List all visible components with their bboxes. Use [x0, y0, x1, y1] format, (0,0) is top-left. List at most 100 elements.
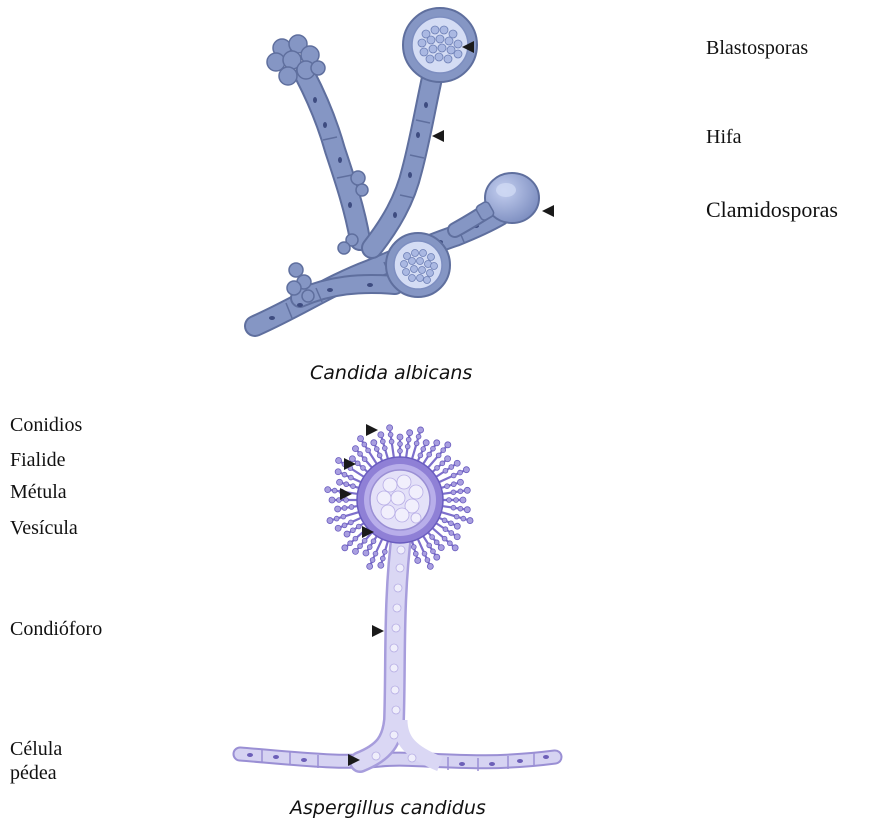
caption-aspergillus-candidus: Aspergillus candidus	[290, 797, 486, 819]
conidium	[363, 550, 369, 556]
conidium	[464, 507, 470, 513]
conidium	[434, 540, 439, 545]
conidium	[342, 506, 347, 511]
conidium	[325, 487, 331, 493]
conidium	[351, 484, 356, 489]
conidium	[355, 461, 360, 466]
conidium	[348, 475, 353, 480]
conidium	[336, 458, 342, 464]
conidium	[434, 554, 440, 560]
conidium	[374, 447, 379, 452]
conidium	[380, 439, 385, 444]
conidium	[458, 506, 463, 511]
conidium	[362, 457, 367, 462]
conidium	[341, 514, 346, 519]
conidium	[356, 524, 361, 529]
conidium	[418, 427, 424, 433]
conidium	[435, 466, 440, 471]
conidium	[387, 425, 393, 431]
conidium	[382, 446, 387, 451]
conidium	[367, 545, 372, 550]
conidium	[458, 470, 463, 475]
conidium	[398, 442, 403, 447]
conidium	[443, 468, 448, 473]
conidium	[415, 557, 421, 563]
conidium	[337, 479, 343, 485]
conidium	[349, 456, 355, 462]
conidium	[454, 514, 459, 519]
conidium	[361, 466, 366, 471]
conidium	[440, 461, 445, 466]
conidium	[367, 563, 373, 569]
conidium	[447, 498, 452, 503]
conidium	[373, 551, 378, 556]
conidium	[398, 449, 403, 454]
conidium	[344, 498, 349, 503]
label-celula-line2: pédea	[10, 762, 57, 784]
conidium	[366, 448, 371, 453]
conidium	[454, 523, 460, 529]
conidium	[389, 439, 394, 444]
conidium	[460, 497, 466, 503]
conidium	[349, 505, 354, 510]
conidium	[335, 506, 341, 512]
label-clamidosporas: Clamidosporas	[706, 199, 838, 221]
conidium	[388, 432, 393, 437]
conidium	[414, 441, 419, 446]
caption-candida-albicans: Candida albicans	[310, 362, 472, 384]
conidium	[352, 446, 358, 452]
conidium	[452, 545, 458, 551]
label-vesicula: Vesícula	[10, 517, 78, 539]
label-condioforo: Condióforo	[10, 618, 102, 640]
conidium	[348, 541, 353, 546]
conidium	[434, 440, 440, 446]
conidium	[443, 527, 448, 532]
conidium	[458, 489, 463, 494]
conidium	[447, 541, 452, 546]
conidium	[327, 518, 333, 524]
conidium	[344, 482, 349, 487]
conidium	[445, 484, 450, 489]
conidium	[436, 453, 441, 458]
conidium	[454, 460, 460, 466]
conidium	[461, 516, 466, 521]
label-fialide: Fialide	[10, 449, 66, 471]
conidium	[464, 487, 470, 493]
conidium	[438, 545, 444, 551]
candida-albicans-drawing	[255, 8, 539, 326]
conidium	[451, 490, 456, 495]
conidium	[411, 545, 416, 550]
conidium	[353, 536, 358, 541]
conidium	[463, 467, 469, 473]
conidium	[427, 543, 432, 548]
conidium	[413, 551, 418, 556]
conidium	[430, 535, 435, 540]
conidium	[467, 518, 473, 524]
label-hifa: Hifa	[706, 126, 742, 148]
conidium	[362, 442, 367, 447]
conidium	[445, 442, 451, 448]
conidium	[342, 472, 347, 477]
conidium	[425, 558, 430, 563]
conidium	[329, 497, 335, 503]
conidium	[431, 446, 436, 451]
conidium	[457, 479, 463, 485]
conidium	[421, 447, 426, 452]
conidium	[449, 521, 454, 526]
conidium	[342, 545, 348, 551]
conidium	[431, 549, 436, 554]
conidium	[423, 440, 429, 446]
conidium	[449, 465, 454, 470]
conidium	[442, 518, 447, 523]
conidium	[358, 544, 363, 549]
conidium	[451, 473, 456, 478]
conidium	[358, 451, 363, 456]
conidium	[348, 520, 353, 525]
label-blastosporas: Blastosporas	[706, 37, 808, 59]
conidium	[335, 469, 341, 475]
aspergillus-candidus-drawing	[240, 425, 555, 771]
conidium	[454, 534, 460, 540]
conidium	[378, 562, 384, 568]
